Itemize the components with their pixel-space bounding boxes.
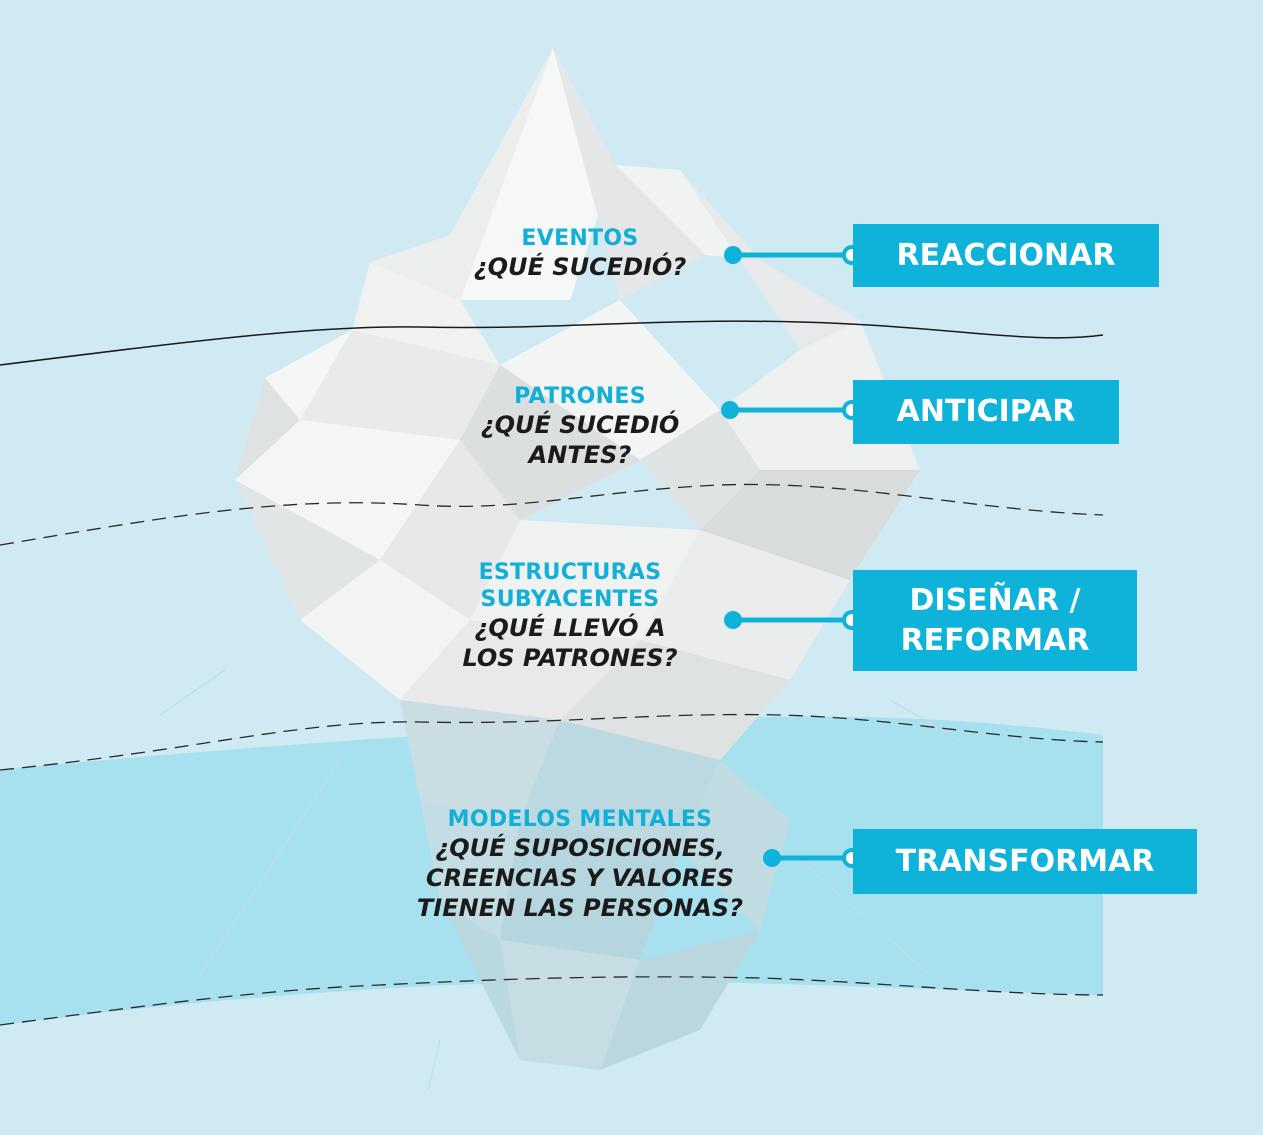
level-question: ¿QUÉ SUCEDIÓ? [473, 253, 687, 281]
layer-divider-1 [0, 483, 1104, 546]
level-heading: PATRONES [514, 384, 646, 409]
action-box-anticipar: ANTICIPAR [853, 380, 1119, 444]
reflection-lines [159, 669, 961, 1091]
iceberg [235, 48, 920, 1070]
level-question: ¿QUÉ LLEVÓ A LOS PATRONES? [462, 614, 678, 672]
connector-4-start-dot [763, 849, 781, 867]
layer-divider-3 [0, 976, 1104, 1026]
level-heading: EVENTOS [521, 226, 639, 251]
action-box-reaccionar: REACCIONAR [853, 224, 1159, 287]
layer-divider-2 [0, 713, 1104, 771]
level-question: ¿QUÉ SUPOSICIONES, CREENCIAS Y VALORES T… [416, 834, 744, 922]
action-box-disenar-reformar: DISEÑAR / REFORMAR [853, 570, 1137, 671]
waterline [0, 320, 1104, 366]
level-modelos-mentales: MODELOS MENTALES ¿QUÉ SUPOSICIONES, CREE… [385, 806, 775, 923]
action-box-transformar: TRANSFORMAR [853, 829, 1197, 894]
level-heading: ESTRUCTURAS SUBYACENTES [478, 560, 662, 612]
connector-2-start-dot [721, 401, 739, 419]
connector-1-start-dot [724, 246, 742, 264]
level-estructuras: ESTRUCTURAS SUBYACENTES ¿QUÉ LLEVÓ A LOS… [410, 559, 730, 673]
level-heading: MODELOS MENTALES [447, 807, 713, 832]
level-patrones: PATRONES ¿QUÉ SUCEDIÓ ANTES? [430, 383, 730, 470]
connector-3-start-dot [724, 611, 742, 629]
level-eventos: EVENTOS ¿QUÉ SUCEDIÓ? [430, 225, 730, 282]
level-question: ¿QUÉ SUCEDIÓ ANTES? [480, 411, 680, 469]
